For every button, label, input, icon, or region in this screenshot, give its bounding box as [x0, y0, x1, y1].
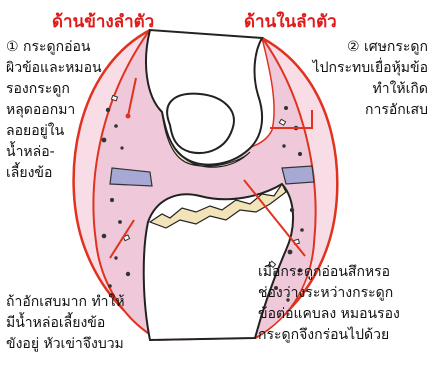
label-debris-group: ② เศษกระดูก ไปกระทบเยื่อหุ้มข้อ ทำให้เกิ…	[276, 37, 428, 121]
label-debris-text: เศษกระดูก ไปกระทบเยื่อหุ้มข้อ ทำให้เกิด …	[313, 39, 428, 118]
label-cartilage-number: ①	[6, 39, 19, 55]
label-cartilage-wear: เมื่อกระดูกอ่อนสึกหรอ ช่องว่างระหว่างกระ…	[258, 262, 428, 346]
label-cartilage-text: กระดูกอ่อน ผิวข้อและหมอน รองกระดูก หลุดอ…	[6, 39, 102, 181]
heading-medial-side: ด้านในลำตัว	[244, 8, 337, 35]
heading-lateral-side: ด้านข้างลำตัว	[52, 8, 154, 35]
label-debris-number: ②	[347, 39, 360, 55]
meniscus-right	[282, 166, 314, 184]
label-swelling: ถ้าอักเสบมาก ทำให้ มีน้ำหล่อเลี้ยงข้อ ขั…	[6, 292, 176, 355]
label-cartilage-group: ① กระดูกอ่อน ผิวข้อและหมอน รองกระดูก หลุ…	[6, 37, 136, 184]
patella	[167, 94, 234, 153]
